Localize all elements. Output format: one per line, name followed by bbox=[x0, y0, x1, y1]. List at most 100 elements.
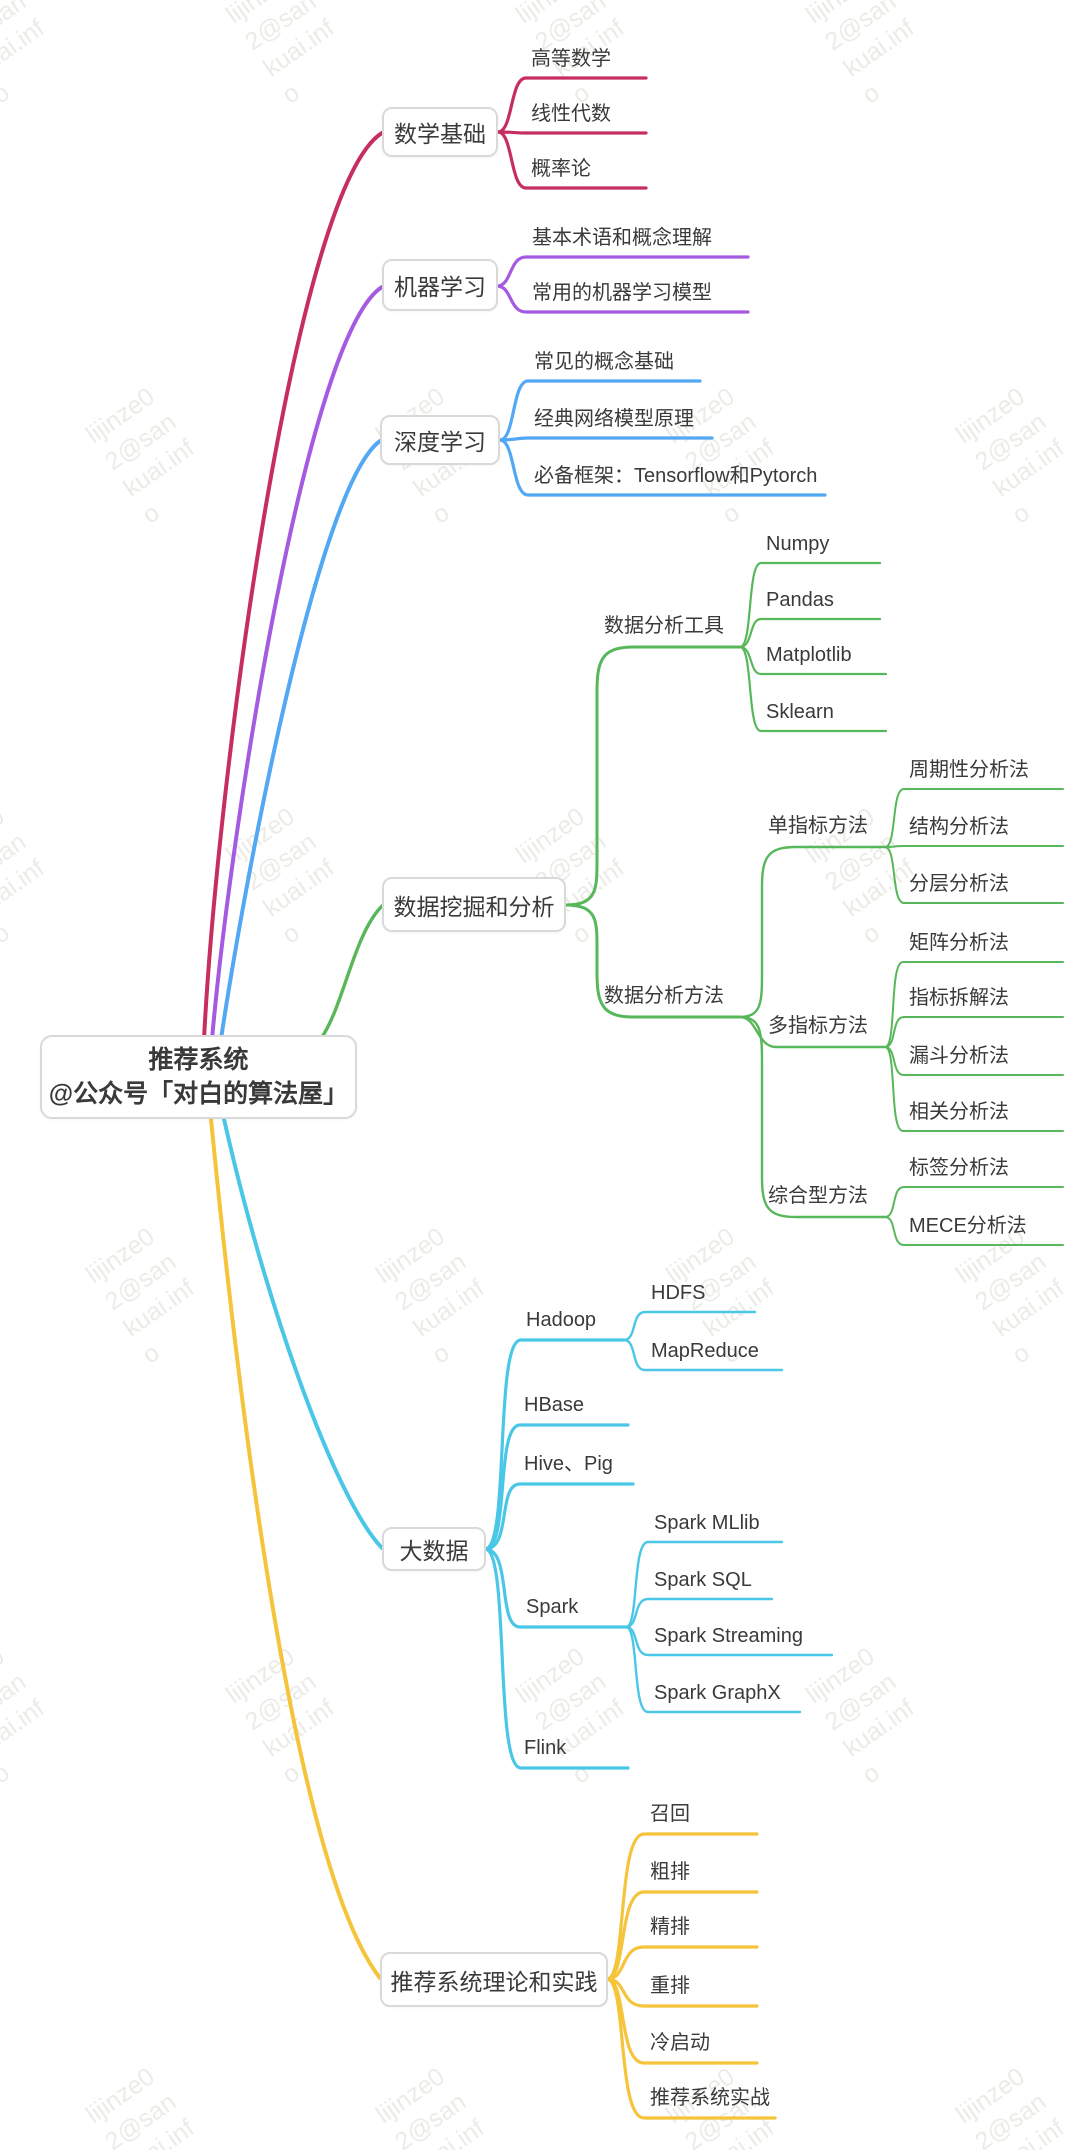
connector-line bbox=[222, 1117, 384, 1550]
topic-matrix-analysis[interactable]: 矩阵分析法 bbox=[909, 932, 1009, 954]
connector-line bbox=[605, 1890, 759, 1981]
topic-spark[interactable]: Spark bbox=[526, 1596, 579, 1618]
topic-mapreduce[interactable]: MapReduce bbox=[651, 1340, 759, 1362]
connector-line bbox=[202, 131, 384, 1041]
branch-recsys-practice-label: 推荐系统理论和实践 bbox=[390, 1968, 598, 1995]
topic-advanced-math[interactable]: 高等数学 bbox=[531, 48, 611, 70]
topic-spark-streaming[interactable]: Spark Streaming bbox=[654, 1625, 803, 1647]
connector-line bbox=[483, 1423, 630, 1551]
central-topic-title: 推荐系统 bbox=[148, 1046, 249, 1074]
branch-machine-learning[interactable]: 机器学习 bbox=[382, 259, 498, 311]
connector-line bbox=[884, 1016, 1064, 1048]
connector-line bbox=[219, 439, 382, 1041]
branch-big-data[interactable]: 大数据 bbox=[382, 1527, 486, 1571]
topic-hadoop[interactable]: Hadoop bbox=[526, 1309, 597, 1331]
topic-numpy[interactable]: Numpy bbox=[766, 533, 830, 555]
connector-line bbox=[738, 617, 882, 649]
topic-recall[interactable]: 召回 bbox=[650, 1803, 690, 1825]
connector-line bbox=[495, 284, 750, 314]
connector-line bbox=[496, 130, 648, 190]
topic-spark-sql[interactable]: Spark SQL bbox=[654, 1569, 752, 1591]
connector-line bbox=[738, 561, 882, 649]
topic-comprehensive[interactable]: 综合型方法 bbox=[768, 1185, 868, 1207]
topic-single-metric[interactable]: 单指标方法 bbox=[768, 815, 868, 837]
topic-dl-frameworks[interactable]: 必备框架：Tensorflow和Pytorch bbox=[534, 465, 818, 487]
branch-machine-learning-label: 机器学习 bbox=[394, 274, 486, 300]
connector-line bbox=[884, 1186, 1064, 1218]
central-topic-subtitle: @公众号「对白的算法屋」 bbox=[48, 1080, 349, 1108]
connector-line bbox=[624, 1597, 774, 1629]
branch-data-mining[interactable]: 数据挖掘和分析 bbox=[382, 877, 566, 932]
connector-line bbox=[483, 1338, 626, 1551]
connector-line bbox=[738, 845, 887, 1019]
connector-line bbox=[884, 845, 1064, 848]
branch-big-data-label: 大数据 bbox=[399, 1538, 469, 1564]
topic-correlation-analysis[interactable]: 相关分析法 bbox=[909, 1101, 1009, 1123]
branch-math[interactable]: 数学基础 bbox=[382, 107, 498, 157]
topic-hdfs[interactable]: HDFS bbox=[651, 1282, 706, 1304]
topic-funnel-analysis[interactable]: 漏斗分析法 bbox=[909, 1045, 1009, 1067]
topic-flink[interactable]: Flink bbox=[524, 1737, 567, 1759]
connector-line bbox=[209, 1117, 382, 1980]
connector-line bbox=[884, 961, 1064, 1048]
topic-layered-analysis[interactable]: 分层分析法 bbox=[909, 873, 1009, 895]
connector-line bbox=[564, 645, 742, 907]
connector-line bbox=[622, 1310, 757, 1342]
connector-line bbox=[483, 1547, 628, 1629]
topic-pandas[interactable]: Pandas bbox=[766, 589, 834, 611]
topic-tag-analysis[interactable]: 标签分析法 bbox=[909, 1157, 1009, 1179]
topic-cold-start[interactable]: 冷启动 bbox=[650, 2032, 710, 2054]
connector-line bbox=[483, 1547, 630, 1770]
connector-line bbox=[884, 788, 1064, 848]
connector-line bbox=[495, 255, 750, 288]
connector-line bbox=[210, 285, 384, 1041]
topic-mece-analysis[interactable]: MECE分析法 bbox=[909, 1215, 1027, 1237]
topic-ml-models[interactable]: 常用的机器学习模型 bbox=[532, 282, 712, 304]
topic-matplotlib[interactable]: Matplotlib bbox=[766, 644, 852, 666]
topic-hive-pig[interactable]: Hive、Pig bbox=[524, 1453, 613, 1475]
branch-data-mining-label: 数据挖掘和分析 bbox=[393, 893, 555, 920]
connector-line bbox=[496, 76, 648, 134]
topic-spark-graphx[interactable]: Spark GraphX bbox=[654, 1682, 781, 1704]
topic-ml-terms[interactable]: 基本术语和概念理解 bbox=[532, 227, 712, 249]
topic-recsys-combat[interactable]: 推荐系统实战 bbox=[650, 2087, 770, 2109]
topic-spark-mllib[interactable]: Spark MLlib bbox=[654, 1512, 760, 1534]
topic-rerank[interactable]: 重排 bbox=[650, 1975, 690, 1997]
central-topic[interactable]: 推荐系统 @公众号「对白的算法屋」 bbox=[40, 1035, 357, 1119]
branch-deep-learning-label: 深度学习 bbox=[394, 429, 486, 455]
topic-periodic-analysis[interactable]: 周期性分析法 bbox=[909, 759, 1029, 781]
connector-line bbox=[498, 438, 827, 497]
topic-fine-ranking[interactable]: 精排 bbox=[650, 1916, 690, 1938]
branch-deep-learning[interactable]: 深度学习 bbox=[380, 415, 500, 465]
topic-multi-metric[interactable]: 多指标方法 bbox=[768, 1015, 868, 1037]
connector-line bbox=[496, 130, 648, 135]
connector-line bbox=[605, 1945, 759, 1981]
connector-line bbox=[884, 1216, 1064, 1246]
connector-line bbox=[738, 1015, 887, 1219]
topic-metric-decompose[interactable]: 指标拆解法 bbox=[909, 987, 1009, 1009]
topic-analysis-tools[interactable]: 数据分析工具 bbox=[604, 615, 724, 637]
connector-line bbox=[483, 1482, 635, 1551]
connector-line bbox=[884, 846, 1064, 904]
branch-recsys-practice[interactable]: 推荐系统理论和实践 bbox=[380, 1952, 608, 2007]
connector-line bbox=[320, 904, 384, 1039]
topic-structure-analysis[interactable]: 结构分析法 bbox=[909, 816, 1009, 838]
connector-line bbox=[624, 1540, 784, 1629]
topic-dl-network-models[interactable]: 经典网络模型原理 bbox=[534, 408, 694, 430]
connector-line bbox=[622, 1338, 784, 1372]
topic-analysis-methods[interactable]: 数据分析方法 bbox=[604, 985, 724, 1007]
topic-probability[interactable]: 概率论 bbox=[531, 158, 591, 180]
topic-linear-algebra[interactable]: 线性代数 bbox=[531, 103, 611, 125]
connector-line bbox=[564, 903, 742, 1019]
connector-line bbox=[884, 1046, 1064, 1132]
connector-line bbox=[624, 1625, 802, 1714]
branch-math-label: 数学基础 bbox=[394, 121, 486, 147]
connector-line bbox=[605, 1977, 777, 2120]
topic-dl-concepts[interactable]: 常见的概念基础 bbox=[534, 351, 674, 373]
connector-line bbox=[738, 645, 888, 733]
connector-line bbox=[498, 436, 714, 442]
topic-coarse-ranking[interactable]: 粗排 bbox=[650, 1861, 690, 1883]
topic-sklearn[interactable]: Sklearn bbox=[766, 701, 834, 723]
topic-hbase[interactable]: HBase bbox=[524, 1394, 585, 1416]
